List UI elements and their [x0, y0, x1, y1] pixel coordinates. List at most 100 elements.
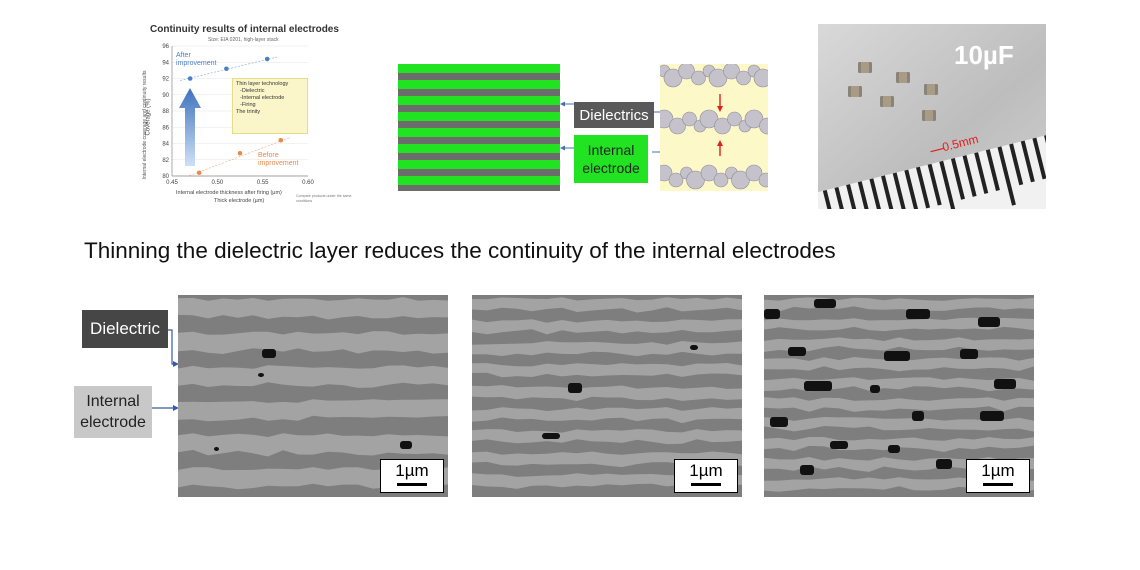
electrode-band	[764, 317, 1034, 332]
void	[980, 411, 1004, 421]
ruler-tick	[857, 181, 872, 209]
scale-bar-2: 1µm	[674, 459, 738, 493]
particle	[714, 117, 731, 135]
chart-x-axis-label-2: Thick electrode (µm)	[214, 198, 265, 204]
ruler-tick	[950, 158, 965, 200]
particle	[745, 164, 763, 182]
void	[788, 347, 806, 356]
ruler-tick	[904, 169, 919, 209]
particle	[744, 109, 764, 129]
ruler-tick	[1009, 143, 1024, 186]
chart-y-axis-label-coverage: Coverage (%)	[145, 98, 152, 136]
particle	[668, 172, 684, 188]
particle	[686, 170, 705, 190]
ruler-body	[818, 131, 1046, 209]
particle	[669, 117, 686, 135]
label-arrows	[560, 101, 574, 151]
electrode-band	[764, 437, 1034, 452]
ruler-tick	[869, 178, 884, 209]
void	[888, 445, 900, 453]
void	[884, 351, 910, 361]
before-improvement-point	[278, 137, 284, 143]
scale-bar-2-line	[691, 483, 721, 486]
void	[568, 383, 582, 393]
y-tick-label: 90	[162, 93, 169, 99]
ruler-tick	[892, 172, 907, 209]
particle	[731, 170, 750, 190]
chart-title: Continuity results of internal electrode…	[150, 24, 339, 35]
after-improvement-label: After improvement	[176, 52, 217, 67]
capacitor-chip-body	[925, 110, 933, 121]
void	[804, 381, 832, 391]
electrode-band	[178, 331, 448, 354]
ruler-tick	[939, 160, 958, 209]
particle	[691, 70, 706, 86]
tech-item-dielectric: -Dielectric	[240, 88, 265, 94]
layer-stripe-image	[398, 64, 560, 191]
particle	[678, 64, 695, 80]
capacitor-chip-body	[861, 62, 869, 73]
electrode-band	[764, 337, 1034, 352]
void	[912, 411, 924, 421]
internal-electrode-label: Internal electrode	[574, 135, 648, 183]
micrograph-3-svg	[764, 295, 1034, 497]
y-tick-label: 80	[162, 174, 169, 180]
void	[764, 309, 780, 319]
particle	[723, 64, 740, 80]
void	[690, 345, 698, 350]
void	[994, 379, 1016, 389]
chart-note: Compare products under the same conditio…	[296, 194, 352, 203]
ruler-tick	[846, 184, 861, 209]
void	[542, 433, 560, 439]
particle	[759, 117, 768, 135]
red-arrowhead-down	[717, 106, 723, 112]
void	[214, 447, 219, 451]
dielectrics-label: Dielectrics	[574, 102, 654, 128]
electrode-band	[472, 297, 742, 313]
capacitor-chip-body	[851, 86, 859, 97]
electrode-band	[178, 399, 448, 422]
particle	[663, 68, 683, 88]
tech-title: Thin layer technology	[236, 81, 289, 87]
ruler-tick	[927, 163, 942, 206]
scale-bar-1-line	[397, 483, 427, 486]
dielectric-label: Dielectric	[82, 310, 168, 348]
scale-bar-3: 1µm	[966, 459, 1030, 493]
electrode-band	[472, 407, 742, 424]
y-tick-label: 82	[162, 158, 169, 164]
thin-layer-technology-box: Thin layer technology -Dielectric -Inter…	[232, 78, 308, 134]
ruler	[818, 131, 1046, 209]
scale-bar-3-line	[983, 483, 1013, 486]
electrode-band	[178, 297, 448, 320]
particle	[727, 111, 742, 127]
void	[800, 465, 814, 475]
trend-line	[189, 136, 291, 177]
micrograph-3: 1µm	[764, 295, 1034, 497]
electrode-band	[178, 365, 448, 388]
ruler-tick	[881, 175, 900, 209]
scale-arrow	[930, 147, 945, 153]
ruler-tick	[985, 149, 1000, 192]
electrode-band	[472, 385, 742, 401]
micrograph-2: 1µm	[472, 295, 742, 497]
improvement-arrow	[179, 88, 201, 166]
micro-label-arrows	[152, 329, 179, 411]
void	[258, 373, 264, 377]
void	[814, 299, 836, 308]
ruler-tick	[915, 166, 931, 209]
tech-footer: The trinity	[236, 109, 261, 115]
void	[870, 385, 880, 393]
y-tick-label: 84	[162, 142, 169, 148]
x-tick-label: 0.60	[302, 180, 314, 186]
capacitance-label: 10µF	[954, 40, 1014, 70]
ruler-tick	[1032, 137, 1046, 180]
capacitor-chip-body	[883, 96, 891, 107]
x-tick-label: 0.50	[211, 180, 223, 186]
particle-svg	[660, 64, 768, 190]
particle	[736, 70, 751, 86]
internal-electrode-micro-label: Internal electrode	[74, 386, 152, 438]
micrograph-1-svg	[178, 295, 448, 497]
electrode-band	[472, 363, 742, 378]
scale-bar-2-label: 1µm	[689, 461, 723, 480]
electrode-band	[472, 429, 742, 445]
